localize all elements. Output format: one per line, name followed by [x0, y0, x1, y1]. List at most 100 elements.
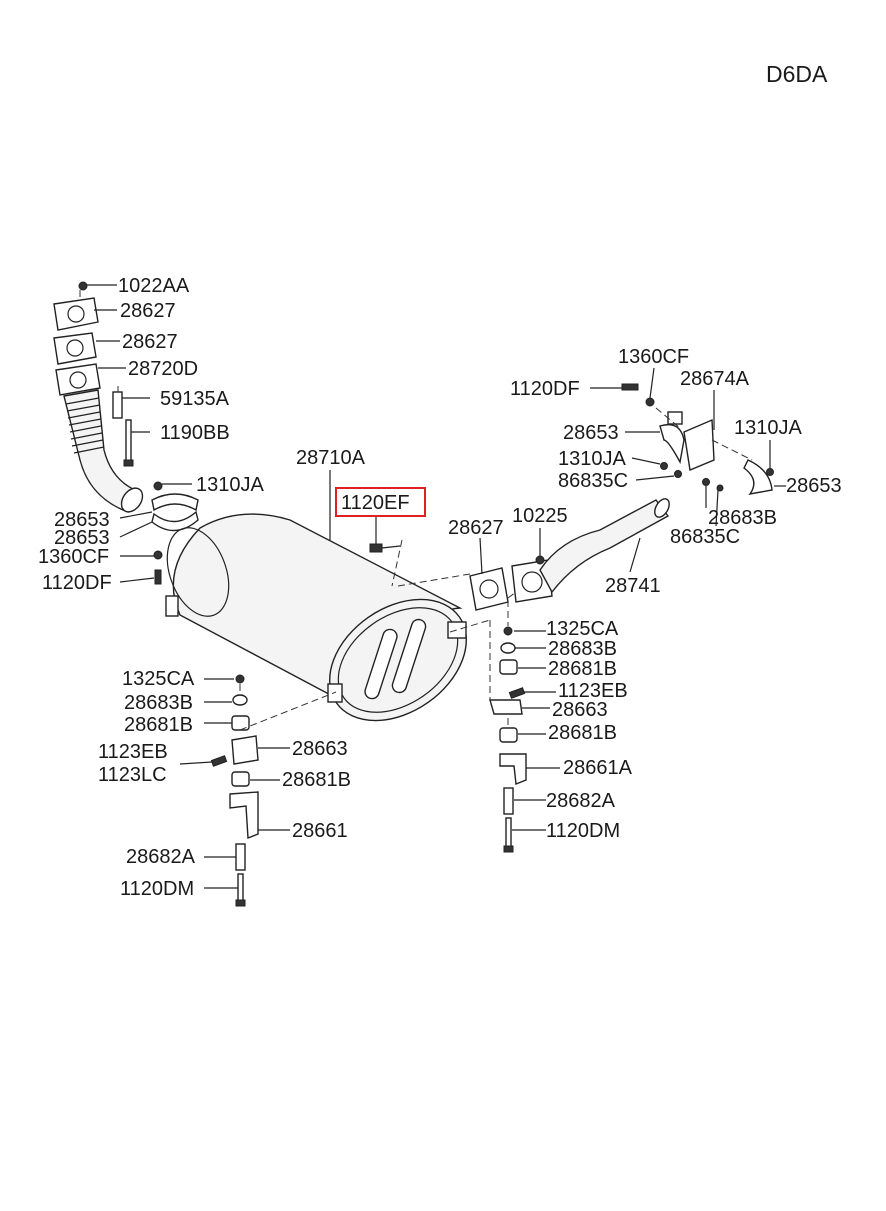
label-1120df-l: 1120DF — [42, 572, 112, 594]
label-1190bb: 1190BB — [160, 422, 230, 444]
label-1123eb-l: 1123EB — [98, 741, 168, 763]
flange-hole — [521, 571, 543, 593]
tail-pipe-assembly — [469, 498, 670, 611]
label-1325ca-r: 1325CA — [546, 618, 619, 640]
highlighted-part-box — [335, 487, 426, 517]
label-28682a-r: 28682A — [546, 790, 616, 812]
gasket-28627-b — [53, 332, 97, 365]
label-28741: 28741 — [605, 575, 661, 597]
muffler-bracket-right — [447, 621, 467, 639]
right-hanger-stack — [489, 626, 527, 853]
label-59135a: 59135A — [160, 388, 230, 410]
label-1325ca-l: 1325CA — [122, 668, 195, 690]
label-10225: 10225 — [512, 505, 568, 527]
label-28661: 28661 — [292, 820, 348, 842]
muffler-slot-1 — [364, 628, 398, 700]
label-1360cf-l: 1360CF — [38, 546, 109, 568]
label-28627-a: 28627 — [120, 300, 176, 322]
label-1120ef: 1120EF — [341, 492, 410, 514]
label-1123eb-r: 1123EB — [558, 680, 628, 702]
gasket-hole — [479, 579, 499, 599]
nut-1022aa — [78, 281, 88, 291]
bracket-28661a — [499, 753, 527, 785]
diagram-code: D6DA — [766, 61, 828, 87]
label-28653-r2: 28653 — [786, 475, 842, 497]
label-28663-l: 28663 — [292, 738, 348, 760]
flange-hole — [69, 371, 87, 389]
bolt-1120dm-l — [237, 873, 244, 903]
bolt-1190bb — [125, 419, 132, 463]
bracket-28661 — [229, 791, 259, 840]
left-clamp-assembly — [151, 481, 199, 585]
bolt-head — [369, 543, 383, 553]
label-1123lc: 1123LC — [98, 764, 167, 786]
bolt-head — [123, 459, 134, 467]
washer-28683b-l — [232, 694, 248, 706]
label-28681b-l2: 28681B — [282, 769, 351, 791]
insulator-28681b-r2 — [499, 727, 518, 743]
bolt-1123eb-l — [210, 755, 228, 767]
bolt-1123eb-r — [508, 687, 526, 699]
bolt-head — [235, 899, 246, 907]
label-28653-l1: 28653 — [54, 509, 110, 531]
bolt-1120dm-r — [505, 817, 512, 849]
muffler-end-cap — [329, 598, 467, 722]
label-1310ja-r1: 1310JA — [734, 417, 802, 439]
front-pipe-assembly — [53, 281, 144, 513]
bolt-1120ef — [369, 543, 401, 553]
clamp-28653-r-lower — [743, 459, 773, 495]
insulator-28681b-r1 — [499, 659, 518, 675]
label-28683b-r: 28683B — [708, 507, 777, 529]
muffler-slot-2 — [391, 618, 427, 694]
bracket-28663-l — [231, 735, 259, 765]
hanger-bracket-28674a — [683, 418, 715, 471]
label-28627-r: 28627 — [448, 517, 504, 539]
clamp-28653-upper — [151, 493, 199, 512]
label-1360cf-r: 1360CF — [618, 346, 689, 368]
muffler-inlet-end — [166, 527, 230, 617]
leader-lines — [87, 284, 786, 889]
label-86835c-a: 86835C — [558, 470, 628, 492]
label-28683b-l: 28683B — [124, 692, 193, 714]
label-1022aa: 1022AA — [118, 275, 190, 297]
gasket-hole — [67, 305, 85, 323]
spacer-28682a-r — [503, 787, 514, 815]
clamp-28653-lower — [151, 510, 199, 532]
muffler-bracket-left — [165, 595, 179, 617]
label-28710a: 28710A — [296, 447, 366, 469]
clamp-tab — [667, 411, 683, 425]
muffler-28710a — [165, 513, 467, 722]
bolt-1310ja-r2 — [766, 468, 774, 476]
bolt-1120df — [154, 569, 162, 585]
label-28682a-l: 28682A — [126, 846, 196, 868]
gasket-28627-a — [53, 297, 99, 331]
part-labels: 1022AA 28627 28627 28720D 59135A 1190BB … — [38, 275, 842, 900]
tail-pipe-28741 — [539, 499, 670, 594]
bracket-28663-r — [489, 699, 523, 715]
washer-1360cf — [153, 550, 163, 560]
tail-pipe-hanger — [621, 383, 774, 495]
muffler-bracket-rear — [327, 683, 343, 703]
bolt-1310ja — [153, 481, 163, 491]
nut-1325ca-r — [503, 626, 513, 636]
label-28661a: 28661A — [563, 757, 633, 779]
washer-1360cf-r — [645, 397, 655, 407]
label-1120df-r: 1120DF — [510, 378, 580, 400]
flex-corrugations — [65, 397, 105, 454]
washer-28683b-r2 — [500, 642, 516, 654]
label-28683b-r2: 28683B — [548, 638, 617, 660]
label-1310ja-r2: 1310JA — [558, 448, 626, 470]
bolt-head — [503, 845, 514, 853]
gasket-hole — [66, 339, 84, 357]
nut-1325ca-l — [235, 674, 245, 684]
label-28627-b: 28627 — [122, 331, 178, 353]
left-hanger-stack — [210, 674, 259, 907]
nut-10225 — [535, 555, 545, 565]
clamp-28653-r-upper — [659, 423, 685, 465]
label-28720d: 28720D — [128, 358, 198, 380]
bolt-shank — [381, 545, 401, 549]
bolt-1310ja-r — [660, 462, 668, 470]
washer-28683b-r — [702, 478, 710, 486]
